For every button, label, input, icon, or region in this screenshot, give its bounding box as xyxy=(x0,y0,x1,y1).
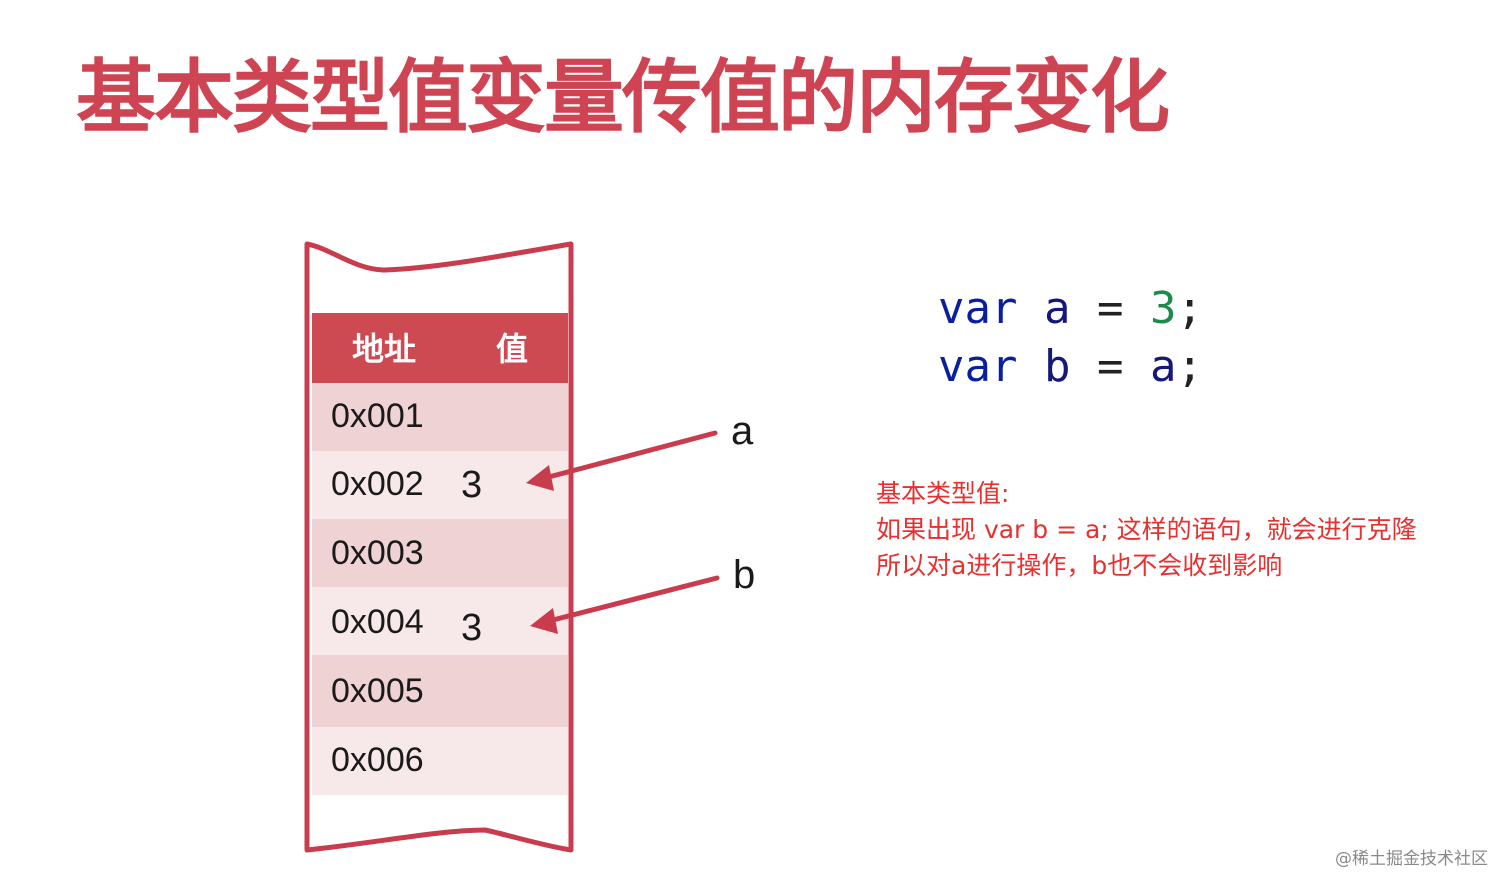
address-0x001: 0x001 xyxy=(331,397,424,435)
code-semicolon: ; xyxy=(1176,341,1203,392)
code-keyword: var xyxy=(938,283,1018,334)
code-semicolon: ; xyxy=(1176,283,1203,334)
page-title: 基本类型值变量传值的内存变化 xyxy=(76,51,1170,144)
table-row-bg-2 xyxy=(312,451,568,519)
note-line-2: 如果出现 var b = a; 这样的语句，就会进行克隆 xyxy=(876,515,1417,544)
address-0x002: 0x002 xyxy=(331,465,424,503)
value-0x002: 3 xyxy=(461,464,482,506)
header-address: 地址 xyxy=(352,330,416,368)
explanation-note: 基本类型值: 如果出现 var b = a; 这样的语句，就会进行克隆 所以对a… xyxy=(876,476,1417,584)
header-value: 值 xyxy=(496,330,528,368)
address-0x004: 0x004 xyxy=(331,603,424,641)
pointer-arrow-a xyxy=(526,430,718,491)
note-line-1: 基本类型值: xyxy=(876,479,1010,508)
table-row-bg-3 xyxy=(312,519,568,587)
address-0x006: 0x006 xyxy=(331,741,424,779)
value-0x004: 3 xyxy=(461,607,482,649)
table-header-bg xyxy=(312,313,568,383)
code-operator: = xyxy=(1096,283,1124,334)
pointer-label-b: b xyxy=(733,553,755,597)
watermark: @稀土掘金技术社区 xyxy=(1335,849,1488,869)
address-0x005: 0x005 xyxy=(331,672,424,710)
pointer-arrow-b xyxy=(530,575,720,634)
code-operator: = xyxy=(1096,341,1124,392)
memory-frame xyxy=(304,241,574,853)
table-row-bg-4 xyxy=(312,587,568,655)
code-identifier: a xyxy=(1149,341,1177,392)
code-keyword: var xyxy=(938,341,1018,392)
code-line-2: var b = a; xyxy=(938,338,1203,396)
code-identifier: a xyxy=(1043,283,1071,334)
note-line-3: 所以对a进行操作，b也不会收到影响 xyxy=(876,551,1283,580)
code-line-1: var a = 3; xyxy=(938,280,1203,338)
address-0x003: 0x003 xyxy=(331,534,424,572)
code-identifier: b xyxy=(1043,341,1071,392)
table-row-bg-1 xyxy=(312,383,568,451)
table-row-bg-6 xyxy=(312,727,568,795)
pointer-label-a: a xyxy=(731,409,754,453)
table-row-bg-5 xyxy=(312,655,568,727)
code-number: 3 xyxy=(1149,283,1177,334)
code-block: var a = 3;var b = a; xyxy=(938,280,1203,396)
